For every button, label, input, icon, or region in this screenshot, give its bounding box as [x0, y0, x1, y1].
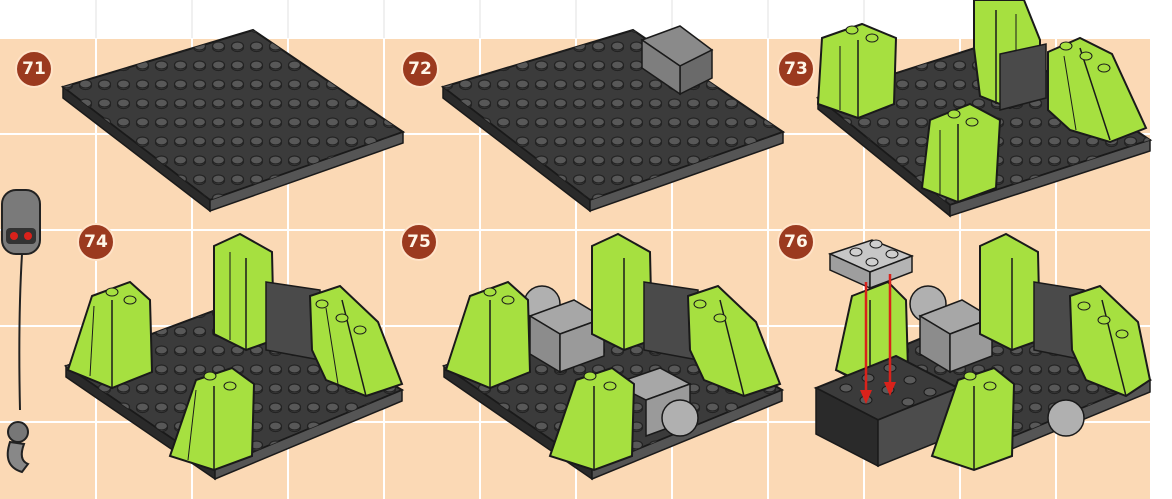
step-badge-71: 71: [15, 50, 53, 88]
step-badge-72: 72: [401, 50, 439, 88]
step-badge-74: 74: [77, 223, 115, 261]
step-badge-73: 73: [777, 50, 815, 88]
step-badge-75: 75: [400, 223, 438, 261]
step-badge-76: 76: [777, 223, 815, 261]
